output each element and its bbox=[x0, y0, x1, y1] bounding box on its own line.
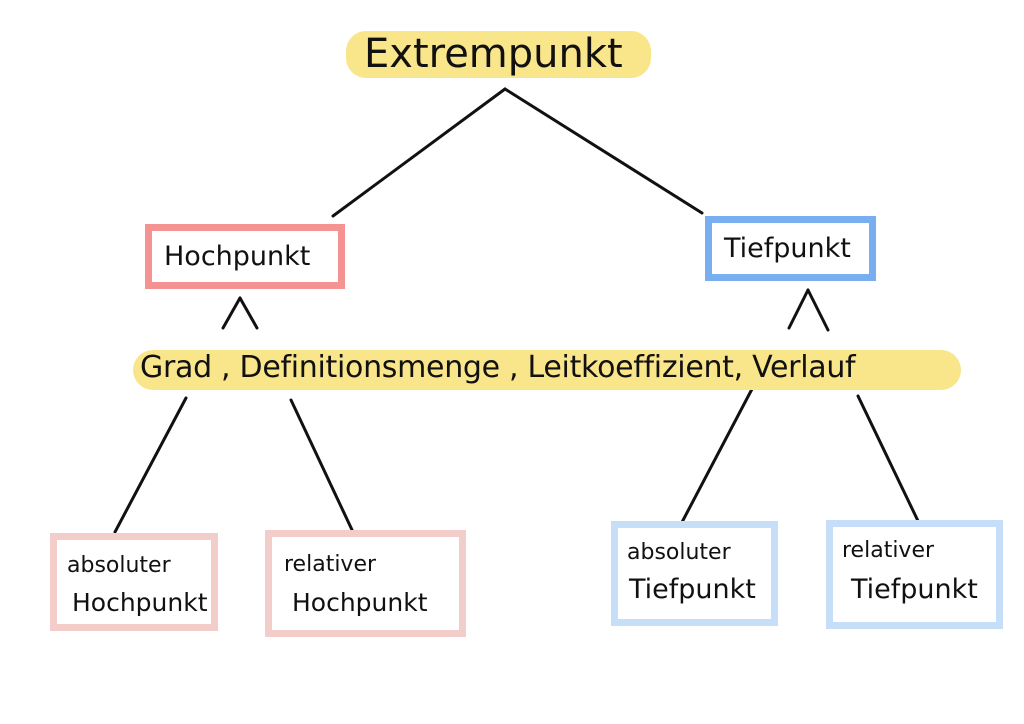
leaf-absoluter-tiefpunkt-box bbox=[611, 521, 778, 626]
criteria-highlight bbox=[133, 350, 961, 390]
connector-to-absoluter-hochpunkt bbox=[113, 396, 188, 534]
connector-to-absoluter-tiefpunkt bbox=[678, 387, 754, 528]
connector-tiefpunkt-left bbox=[787, 288, 810, 330]
connector-to-relativer-tiefpunkt bbox=[856, 394, 921, 525]
leaf-relativer-tiefpunkt-line2: Tiefpunkt bbox=[851, 574, 978, 605]
tiefpunkt-box bbox=[705, 216, 876, 281]
root-label: Extrempunkt bbox=[364, 31, 623, 77]
leaf-absoluter-tiefpunkt-line1: absoluter bbox=[627, 540, 731, 565]
leaf-absoluter-hochpunkt-line2: Hochpunkt bbox=[72, 588, 208, 617]
connector-hochpunkt-left bbox=[221, 296, 242, 330]
leaf-absoluter-hochpunkt-box bbox=[50, 533, 218, 631]
root-highlight bbox=[346, 31, 651, 78]
tiefpunkt-label: Tiefpunkt bbox=[724, 233, 851, 264]
leaf-relativer-tiefpunkt-line1: relativer bbox=[842, 538, 935, 563]
leaf-relativer-hochpunkt-box bbox=[265, 530, 466, 637]
connector-hochpunkt-right bbox=[238, 296, 259, 330]
leaf-relativer-hochpunkt-line1: relativer bbox=[284, 552, 377, 577]
leaf-relativer-hochpunkt-line2: Hochpunkt bbox=[292, 588, 428, 617]
connector-to-relativer-hochpunkt bbox=[289, 398, 355, 534]
hochpunkt-label: Hochpunkt bbox=[164, 241, 311, 272]
leaf-absoluter-hochpunkt-line1: absoluter bbox=[67, 553, 171, 578]
connector-root-to-tiefpunkt bbox=[503, 87, 704, 215]
leaf-absoluter-tiefpunkt-line2: Tiefpunkt bbox=[629, 574, 756, 605]
criteria-label: Grad , Definitionsmenge , Leitkoeffizien… bbox=[140, 350, 856, 385]
hochpunkt-box bbox=[145, 224, 345, 289]
leaf-relativer-tiefpunkt-box bbox=[826, 520, 1003, 629]
connector-tiefpunkt-right bbox=[806, 288, 830, 332]
connector-root-to-hochpunkt bbox=[331, 87, 507, 218]
